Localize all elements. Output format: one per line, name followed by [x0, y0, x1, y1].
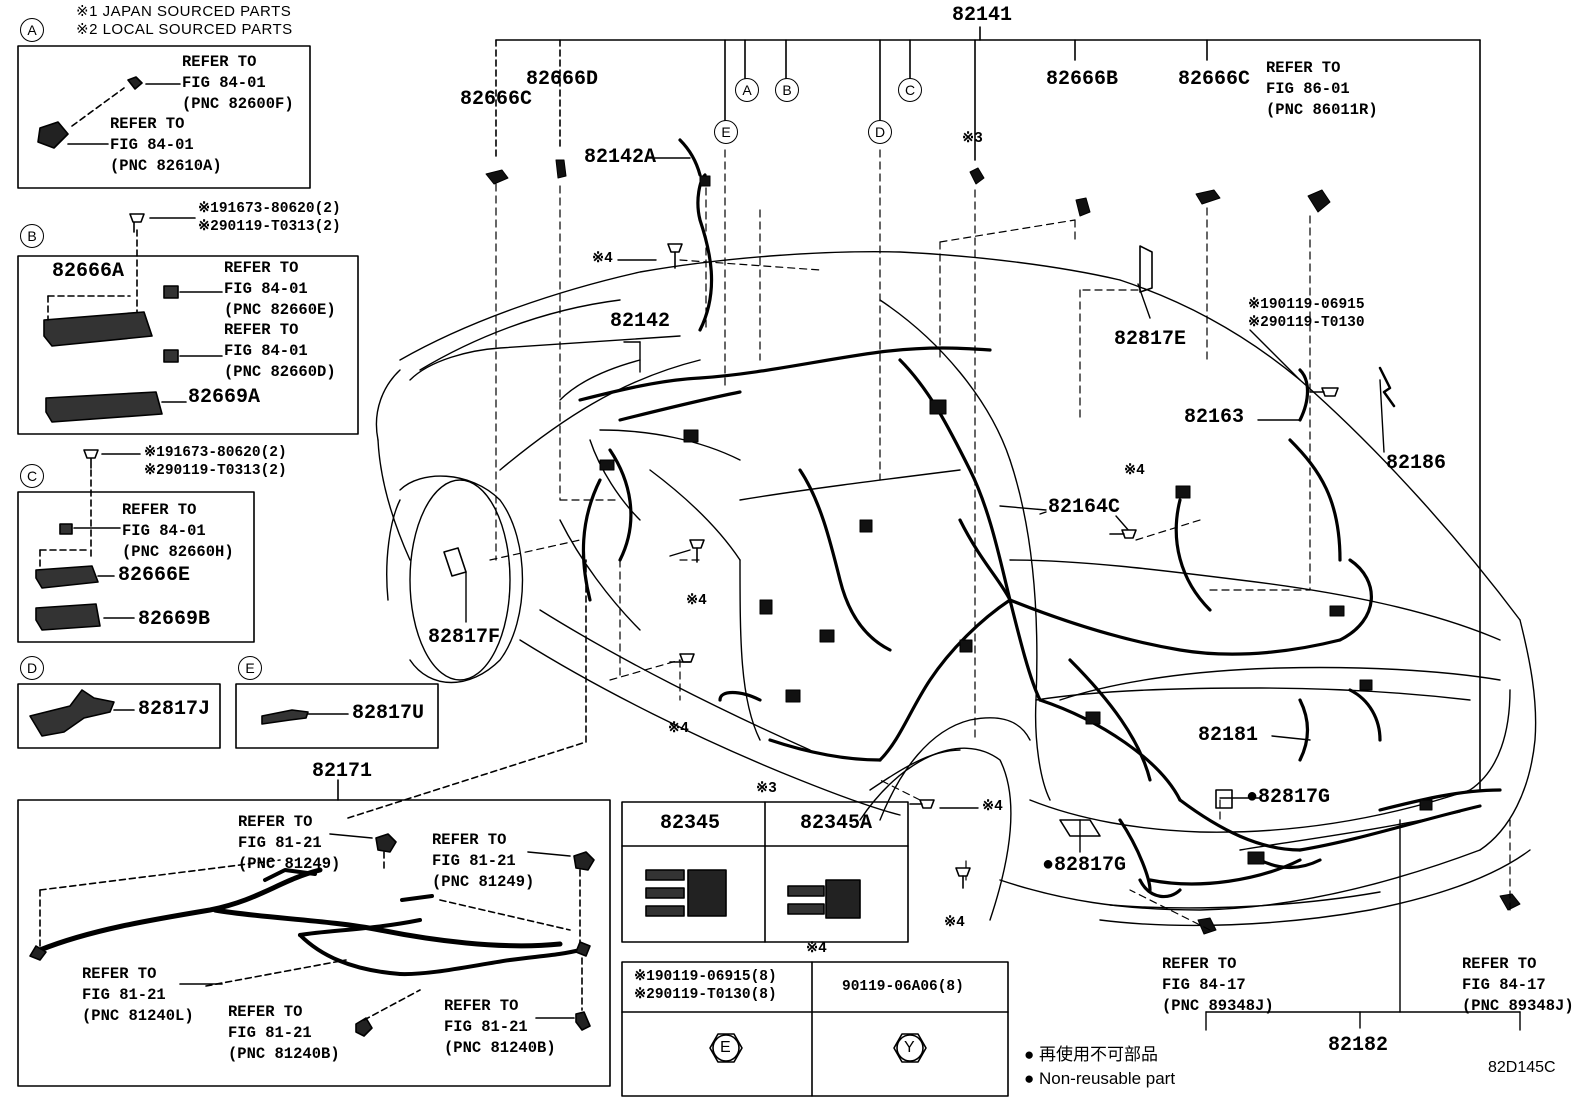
inset-82171-box: [17, 559, 611, 1087]
mark-x4-b: ※4: [686, 593, 707, 609]
part-82666B: 82666B: [1046, 68, 1119, 91]
part-82666C-right: 82666C: [1178, 68, 1251, 91]
ref-81240B-a: REFER TO FIG 81-21 (PNC 81240B): [228, 1003, 340, 1063]
part-82182: 82182: [1328, 1034, 1389, 1057]
table-x4-col1a: ※190119-06915(8): [634, 969, 777, 985]
inset-c-box: [17, 449, 255, 643]
part-82171: 82171: [312, 760, 373, 783]
callout-b-header: B: [20, 224, 44, 248]
mark-x3: ※3: [962, 131, 983, 147]
part-82164C: 82164C: [1048, 496, 1121, 519]
table-x3-mark: ※3: [756, 781, 777, 797]
mark-x4-f: ※4: [1124, 463, 1145, 479]
mark-x4-c: ※4: [668, 721, 689, 737]
callout-d-header: D: [20, 656, 44, 680]
inset-d-box: [17, 683, 221, 749]
ref-81240B-b: REFER TO FIG 81-21 (PNC 81240B): [444, 997, 556, 1057]
part-82181: 82181: [1198, 724, 1259, 747]
table-x4-mark: ※4: [806, 941, 827, 957]
table-x4-col1b: ※290119-T0130(8): [634, 987, 777, 1003]
inset-a-ref2: REFER TO FIG 84-01 (PNC 82610A): [110, 115, 222, 175]
note-local: ※2 LOCAL SOURCED PARTS: [76, 21, 293, 38]
inset-b-bolt2: ※290119-T0313(2): [198, 219, 341, 235]
table-x4-sym-y: Y: [904, 1039, 915, 1056]
part-82666C-left: 82666C: [460, 88, 533, 111]
ref-81240L: REFER TO FIG 81-21 (PNC 81240L): [82, 965, 194, 1025]
table-x3-frame: [621, 801, 909, 943]
inset-b-box: [17, 213, 359, 435]
inset-b-bolt1: ※191673-80620(2): [198, 201, 341, 217]
part-82669A: 82669A: [188, 386, 261, 409]
table-x4-sym-e: E: [720, 1039, 731, 1056]
mark-x4-e: ※4: [944, 915, 965, 931]
part-82817F: 82817F: [428, 626, 501, 649]
callout-a: A: [735, 78, 759, 102]
legend-jp: ● 再使用不可部品: [1024, 1045, 1158, 1064]
inset-c-ref1: REFER TO FIG 84-01 (PNC 82660H): [122, 501, 234, 561]
inset-a-box: [17, 45, 311, 189]
ref-fig-86-01: REFER TO FIG 86-01 (PNC 86011R): [1266, 59, 1378, 119]
table-x3-col2: 82345A: [800, 812, 873, 835]
bolt-right-1: ※190119-06915: [1248, 297, 1365, 313]
callout-a-header: A: [20, 18, 44, 42]
part-82817E: 82817E: [1114, 328, 1187, 351]
table-x4-frame: [621, 961, 1009, 1097]
part-82669B: 82669B: [138, 608, 211, 631]
inset-c-bolt1: ※191673-80620(2): [144, 445, 287, 461]
table-x4-col2: 90119-06A06(8): [842, 979, 964, 995]
small-part-icons: [443, 245, 1396, 837]
part-82142: 82142: [610, 310, 671, 333]
bolt-right-2: ※290119-T0130: [1248, 315, 1365, 331]
part-82163: 82163: [1184, 406, 1245, 429]
wire-harness-main: [578, 138, 1502, 899]
callout-e: E: [714, 120, 738, 144]
dashed-leaders: [489, 149, 1511, 931]
ref-81249-b: REFER TO FIG 81-21 (PNC 81249): [432, 831, 535, 891]
label-leaders: [465, 157, 1521, 1031]
part-82142A: 82142A: [584, 146, 657, 169]
part-82817U: 82817U: [352, 702, 425, 725]
legend-en: ● Non-reusable part: [1024, 1069, 1176, 1088]
inset-a-ref1: REFER TO FIG 84-01 (PNC 82600F): [182, 53, 294, 113]
inset-c-bolt2: ※290119-T0313(2): [144, 463, 287, 479]
inset-b-ref1: REFER TO FIG 84-01 (PNC 82660E): [224, 259, 336, 319]
mark-x4-d: ※4: [982, 799, 1003, 815]
ref-81249-a: REFER TO FIG 81-21 (PNC 81249): [238, 813, 341, 873]
note-japan: ※1 JAPAN SOURCED PARTS: [76, 3, 292, 20]
vehicle-body: [375, 251, 1537, 927]
inset-b-ref2: REFER TO FIG 84-01 (PNC 82660D): [224, 321, 336, 381]
part-82186: 82186: [1386, 452, 1447, 475]
part-82817G-a: ●82817G: [1246, 786, 1331, 809]
part-82666D: 82666D: [526, 68, 599, 91]
callout-e-header: E: [238, 656, 262, 680]
ref-89348J-b: REFER TO FIG 84-17 (PNC 89348J): [1462, 955, 1574, 1015]
part-82666E: 82666E: [118, 564, 191, 587]
part-82817G-b: ●82817G: [1042, 854, 1127, 877]
callout-c-header: C: [20, 464, 44, 488]
bolt-icons: [667, 243, 1339, 889]
harness-connectors: [485, 159, 1521, 935]
bracket-82141: [495, 26, 1481, 791]
ref-89348J-a: REFER TO FIG 84-17 (PNC 89348J): [1162, 955, 1274, 1015]
diagram-code: 82D145C: [1488, 1059, 1556, 1076]
inset-e-box: [235, 683, 439, 749]
part-82141: 82141: [952, 4, 1013, 27]
mark-x4-a: ※4: [592, 251, 613, 267]
callout-d: D: [868, 120, 892, 144]
table-x3-col1: 82345: [660, 812, 721, 835]
part-82666A: 82666A: [52, 260, 125, 283]
callout-b: B: [775, 78, 799, 102]
callout-c: C: [898, 78, 922, 102]
part-82817J: 82817J: [138, 698, 211, 721]
